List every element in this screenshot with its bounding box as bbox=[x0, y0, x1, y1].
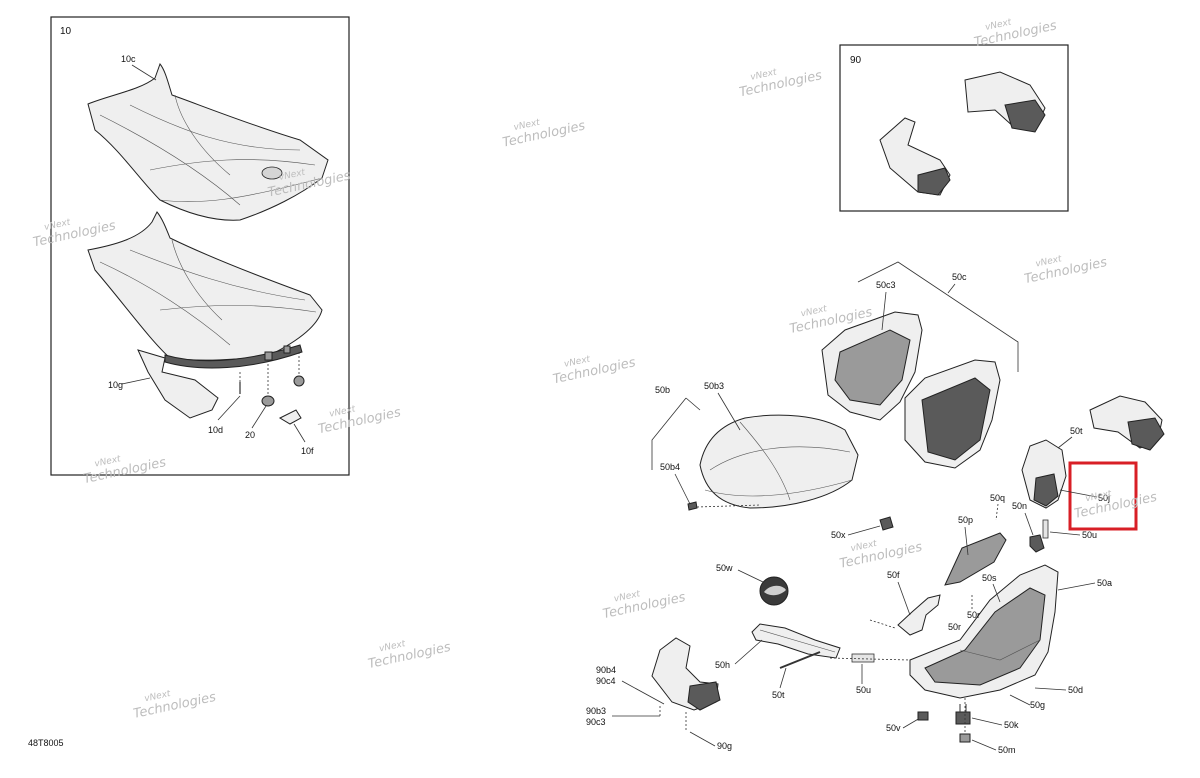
label-90g: 90g bbox=[717, 741, 732, 751]
label-50s: 50s bbox=[982, 573, 997, 583]
label-50g: 50g bbox=[1030, 700, 1045, 710]
bracket-50f-illustration bbox=[897, 594, 941, 636]
watermark: vNext Technologies bbox=[973, 18, 1059, 51]
watermark: vNext Technologies bbox=[82, 454, 168, 487]
label-50m: 50m bbox=[998, 745, 1016, 755]
label-10c: 10c bbox=[121, 54, 136, 64]
label-20: 20 bbox=[245, 430, 255, 440]
label-10g: 10g bbox=[108, 380, 123, 390]
label-50h: 50h bbox=[715, 660, 730, 670]
label-50t: 50t bbox=[772, 690, 785, 700]
badge-50w-illustration bbox=[759, 576, 789, 606]
box-10: 10 bbox=[50, 16, 350, 476]
bracket-50x-illustration bbox=[879, 516, 894, 531]
handle-50h-illustration bbox=[751, 623, 841, 659]
box-90: 90 bbox=[839, 44, 1069, 212]
watermark: vNext Technologies bbox=[838, 539, 924, 572]
assembly-50: 50c 50c3 50b 50b3 50b4 50t bbox=[651, 261, 1165, 755]
diagram-code: 48T8005 bbox=[28, 738, 64, 748]
label-50c: 50c bbox=[952, 272, 967, 282]
label-90c3: 90c3 bbox=[586, 717, 606, 727]
clip-10f-illustration bbox=[278, 409, 306, 443]
highlight-box-50j bbox=[1068, 461, 1138, 531]
box-90-title: 90 bbox=[850, 55, 862, 66]
label-90c4: 90c4 bbox=[596, 676, 616, 686]
label-10f: 10f bbox=[301, 446, 314, 456]
seat-illustration bbox=[87, 211, 323, 369]
grommet-20-illustration bbox=[251, 360, 275, 429]
label-50w: 50w bbox=[716, 563, 733, 573]
handle-90-group: 90b4 90c4 90b3 90c3 90g bbox=[586, 637, 732, 751]
label-50r-top: 50r bbox=[967, 610, 980, 620]
watermark: vNext Technologies bbox=[501, 118, 587, 151]
label-50v: 50v bbox=[886, 723, 901, 733]
watermark: vNext Technologies bbox=[1023, 254, 1109, 287]
label-50q: 50q bbox=[990, 493, 1005, 503]
label-10d: 10d bbox=[208, 425, 223, 435]
label-50b4: 50b4 bbox=[660, 462, 680, 472]
label-50d: 50d bbox=[1068, 685, 1083, 695]
watermark: vNext Technologies bbox=[601, 589, 687, 622]
seat-cushion-illustration bbox=[699, 414, 859, 509]
box-10-title: 10 bbox=[60, 26, 72, 37]
bracket-10g-illustration bbox=[137, 349, 219, 419]
label-50p: 50p bbox=[958, 515, 973, 525]
watermark: vNext Technologies bbox=[317, 404, 403, 437]
fastener-50k-illustration bbox=[955, 704, 971, 725]
watermark: vNext Technologies bbox=[32, 218, 118, 251]
label-90b3: 90b3 bbox=[586, 706, 606, 716]
label-50u-top: 50u bbox=[1082, 530, 1097, 540]
label-50u: 50u bbox=[856, 685, 871, 695]
watermark: vNext Technologies bbox=[738, 67, 824, 100]
grommet-illustration bbox=[293, 352, 305, 387]
label-50b: 50b bbox=[655, 385, 670, 395]
label-50j: 50j bbox=[1098, 493, 1110, 503]
label-90b4: 90b4 bbox=[596, 665, 616, 675]
watermark: vNext Technologies bbox=[552, 354, 638, 387]
seat-cover-illustration bbox=[87, 63, 329, 221]
label-50x: 50x bbox=[831, 530, 846, 540]
label-50r: 50r bbox=[948, 622, 961, 632]
label-50f: 50f bbox=[887, 570, 900, 580]
label-50k: 50k bbox=[1004, 720, 1019, 730]
watermark: vNext Technologies bbox=[1073, 489, 1159, 522]
label-50n: 50n bbox=[1012, 501, 1027, 511]
watermark: vNext Technologies bbox=[132, 689, 218, 722]
label-50a: 50a bbox=[1097, 578, 1112, 588]
label-50b3: 50b3 bbox=[704, 381, 724, 391]
label-50t-top: 50t bbox=[1070, 426, 1083, 436]
watermark: vNext Technologies bbox=[367, 639, 453, 672]
screw-10d-illustration bbox=[217, 372, 241, 421]
label-50c3: 50c3 bbox=[876, 280, 896, 290]
panel-50p-illustration bbox=[944, 532, 1007, 586]
